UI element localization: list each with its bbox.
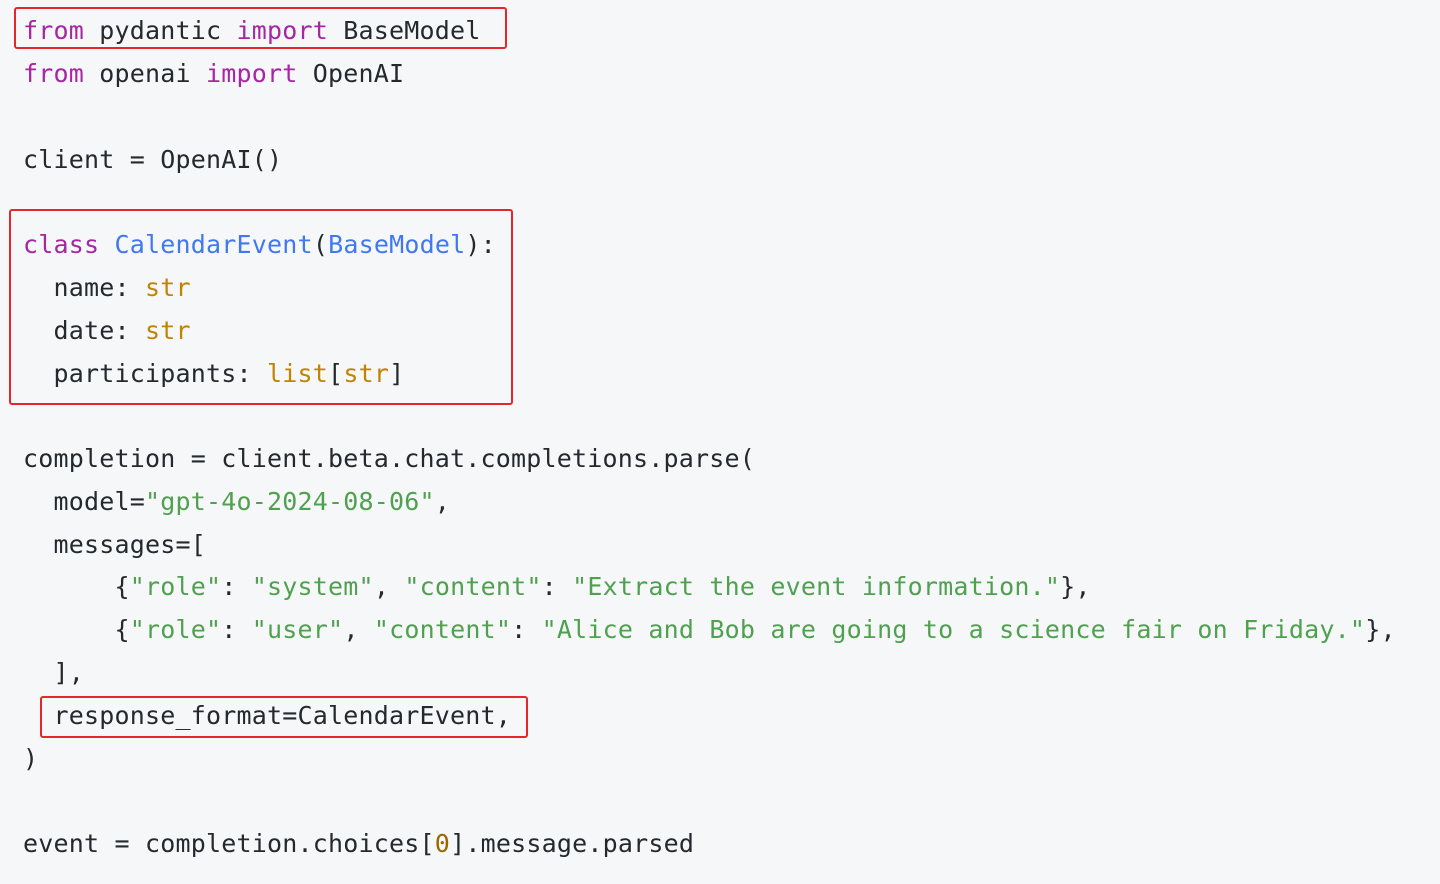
type-str: str [145,316,191,345]
code-line-18: ) [23,737,38,780]
code-line-13: messages=[ [23,523,206,566]
code-token: ], [23,658,85,687]
keyword-from: from [23,16,85,45]
code-token: : [511,615,542,644]
code-token: }, [1060,572,1091,601]
string-literal: "content" [404,572,542,601]
code-line-6: class CalendarEvent(BaseModel): [23,223,496,266]
code-token: event = completion.choices[ [23,829,435,858]
code-token: }, [1365,615,1396,644]
keyword-import: import [206,59,298,88]
code-token: ): [465,230,496,259]
string-literal: "role" [129,572,222,601]
code-line-7: name: str [23,266,191,309]
code-line-12: model="gpt-4o-2024-08-06", [23,480,450,523]
code-token: : [221,572,252,601]
code-token: participants: [23,359,268,388]
code-token: name: [23,273,146,302]
string-literal: "Alice and Bob are going to a science fa… [541,615,1366,644]
string-literal: "content" [373,615,512,644]
code-line-8: date: str [23,309,191,352]
code-line-4: client = OpenAI() [23,138,282,181]
code-line-11: completion = client.beta.chat.completion… [23,437,755,480]
code-token: { [23,572,130,601]
code-line-1: from pydantic import BaseModel [23,9,481,52]
class-name: CalendarEvent [114,230,313,259]
code-line-17: response_format=CalendarEvent, [23,694,511,737]
code-token: openai [84,59,207,88]
code-line-9: participants: list[str] [23,352,405,395]
keyword-import: import [236,16,329,45]
number-literal: 0 [434,829,451,858]
string-literal: "user" [251,615,344,644]
code-line-15: {"role": "user", "content": "Alice and B… [23,608,1396,651]
code-token: messages=[ [23,530,207,559]
code-token: , [343,615,374,644]
code-token: : [221,615,252,644]
code-token: : [541,572,573,601]
code-token: date: [23,316,146,345]
code-token: BaseModel [328,16,481,45]
code-line-2: from openai import OpenAI [23,52,404,95]
code-token: , [434,487,451,516]
code-token: [ [328,359,344,388]
code-token: { [23,615,130,644]
string-literal: "gpt-4o-2024-08-06" [145,487,435,516]
code-token: pydantic [84,16,237,45]
code-token: , [373,572,405,601]
code-token: completion = client.beta.chat.completion… [23,444,756,473]
type-str: str [145,273,191,302]
type-list: list [267,359,329,388]
base-class-name: BaseModel [328,230,466,259]
type-str: str [343,359,390,388]
string-literal: "role" [129,615,222,644]
code-token: ( [312,230,329,259]
code-token: response_format=CalendarEvent, [23,701,512,730]
keyword-class: class [23,230,100,259]
keyword-from: from [23,59,85,88]
string-literal: "system" [251,572,374,601]
code-line-16: ], [23,651,84,694]
code-token: OpenAI [297,59,405,88]
code-token: model= [23,487,146,516]
code-token: ].message.parsed [450,829,695,858]
code-line-20: event = completion.choices[0].message.pa… [23,822,694,865]
code-token: client = OpenAI() [23,145,283,174]
code-line-14: {"role": "system", "content": "Extract t… [23,565,1091,608]
string-literal: "Extract the event information." [572,572,1061,601]
code-token: ) [23,744,39,773]
code-token: ] [389,359,405,388]
code-token [99,230,114,259]
